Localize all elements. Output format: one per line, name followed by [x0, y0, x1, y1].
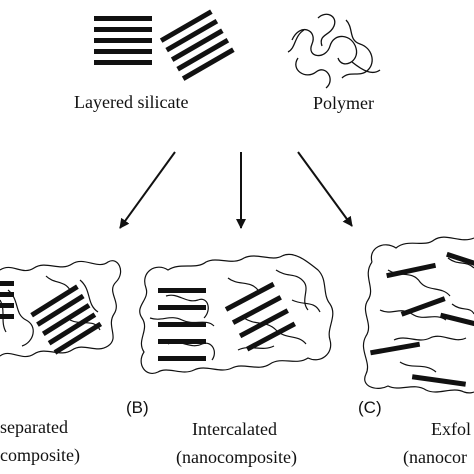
panel-a-label-line1: separated — [0, 417, 68, 437]
panel-c-polymer — [362, 236, 474, 394]
polymer-coil — [287, 13, 381, 89]
panel-b-polymer — [139, 253, 334, 374]
panel-c-tag: (C) — [358, 398, 382, 417]
panel-c-platelets — [370, 251, 474, 387]
intercalated-structure — [139, 253, 334, 374]
phase-separated-structure — [0, 260, 122, 358]
panel-b-stack-tilted — [224, 281, 296, 352]
layered-silicate-label: Layered silicate — [74, 92, 189, 112]
silicate-stack-tilted — [159, 9, 235, 81]
exfoliated-structure — [362, 236, 474, 394]
panel-b-label-line2: (nanocomposite) — [176, 447, 297, 467]
polymer-label: Polymer — [313, 93, 374, 113]
arrow-to-separated — [119, 151, 176, 229]
layered-silicate-stacks — [94, 9, 235, 81]
panel-c-label-line2: (nanocor — [403, 447, 467, 467]
panel-b-label-line1: Intercalated — [192, 419, 277, 439]
process-arrows — [119, 151, 353, 229]
silicate-stack-straight — [94, 16, 152, 65]
panel-b-tag: (B) — [126, 398, 149, 417]
panel-a-label-line2: composite) — [0, 445, 80, 465]
arrow-to-exfoliated — [297, 151, 353, 227]
panel-a-stack-left — [0, 281, 14, 319]
panel-c-label-line1: Exfol — [431, 419, 471, 439]
panel-b-stack-straight — [158, 288, 206, 361]
panel-a-stack-tilted — [30, 284, 103, 355]
